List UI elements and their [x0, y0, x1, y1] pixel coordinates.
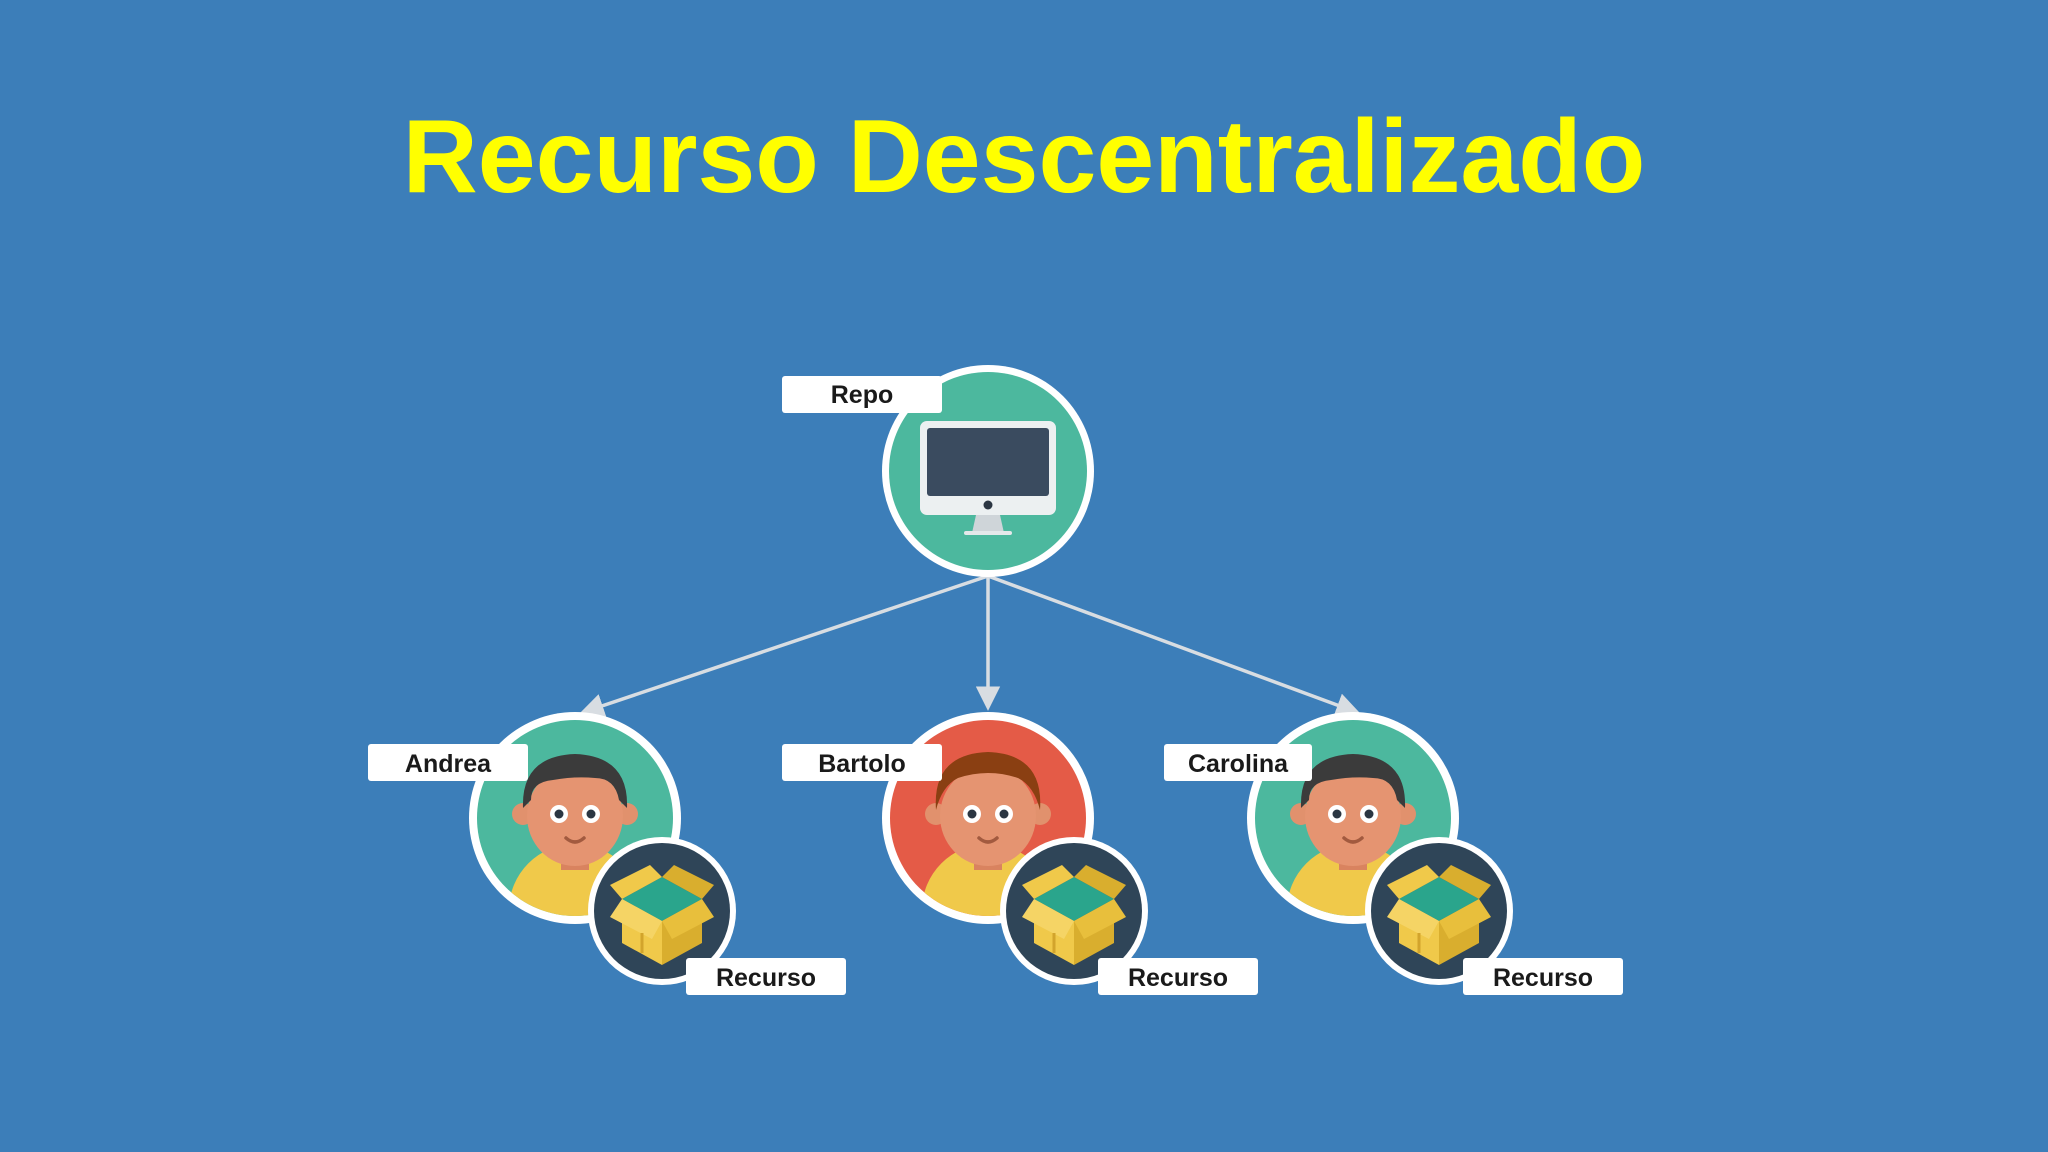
svg-text:Bartolo: Bartolo	[818, 750, 906, 778]
resource-label-carolina: Recurso	[1463, 958, 1623, 995]
person-avatar-icon	[920, 752, 1056, 916]
repo-label: Repo	[782, 376, 942, 413]
resource-badge-bartolo	[1000, 837, 1148, 985]
resource-label-bartolo: Recurso	[1098, 958, 1258, 995]
user-node-bartolo: Bartolo Recurso	[782, 712, 1258, 995]
person-avatar-icon	[507, 754, 643, 916]
user-label-carolina: Carolina	[1164, 744, 1312, 781]
user-node-carolina: Carolina Recurso	[1164, 712, 1623, 995]
svg-text:Recurso: Recurso	[1493, 964, 1593, 992]
arrow-repo-to-andrea	[579, 574, 989, 718]
connectors	[579, 574, 1361, 718]
repo-node: Repo	[782, 365, 1094, 577]
svg-text:Recurso: Recurso	[1128, 964, 1228, 992]
resource-label-andrea: Recurso	[686, 958, 846, 995]
user-node-andrea: Andrea Recurso	[368, 712, 846, 995]
svg-text:Carolina: Carolina	[1188, 750, 1289, 778]
person-avatar-icon	[1285, 754, 1421, 916]
svg-text:Repo: Repo	[831, 381, 894, 409]
slide-title: Recurso Descentralizado	[402, 99, 1646, 215]
svg-text:Andrea: Andrea	[405, 750, 492, 778]
arrow-repo-to-carolina	[987, 574, 1361, 717]
user-label-bartolo: Bartolo	[782, 744, 942, 781]
desktop-computer-icon	[920, 421, 1056, 535]
user-label-andrea: Andrea	[368, 744, 528, 781]
resource-badge-carolina	[1365, 837, 1513, 985]
resource-badge-andrea	[588, 837, 736, 985]
svg-text:Recurso: Recurso	[716, 964, 816, 992]
